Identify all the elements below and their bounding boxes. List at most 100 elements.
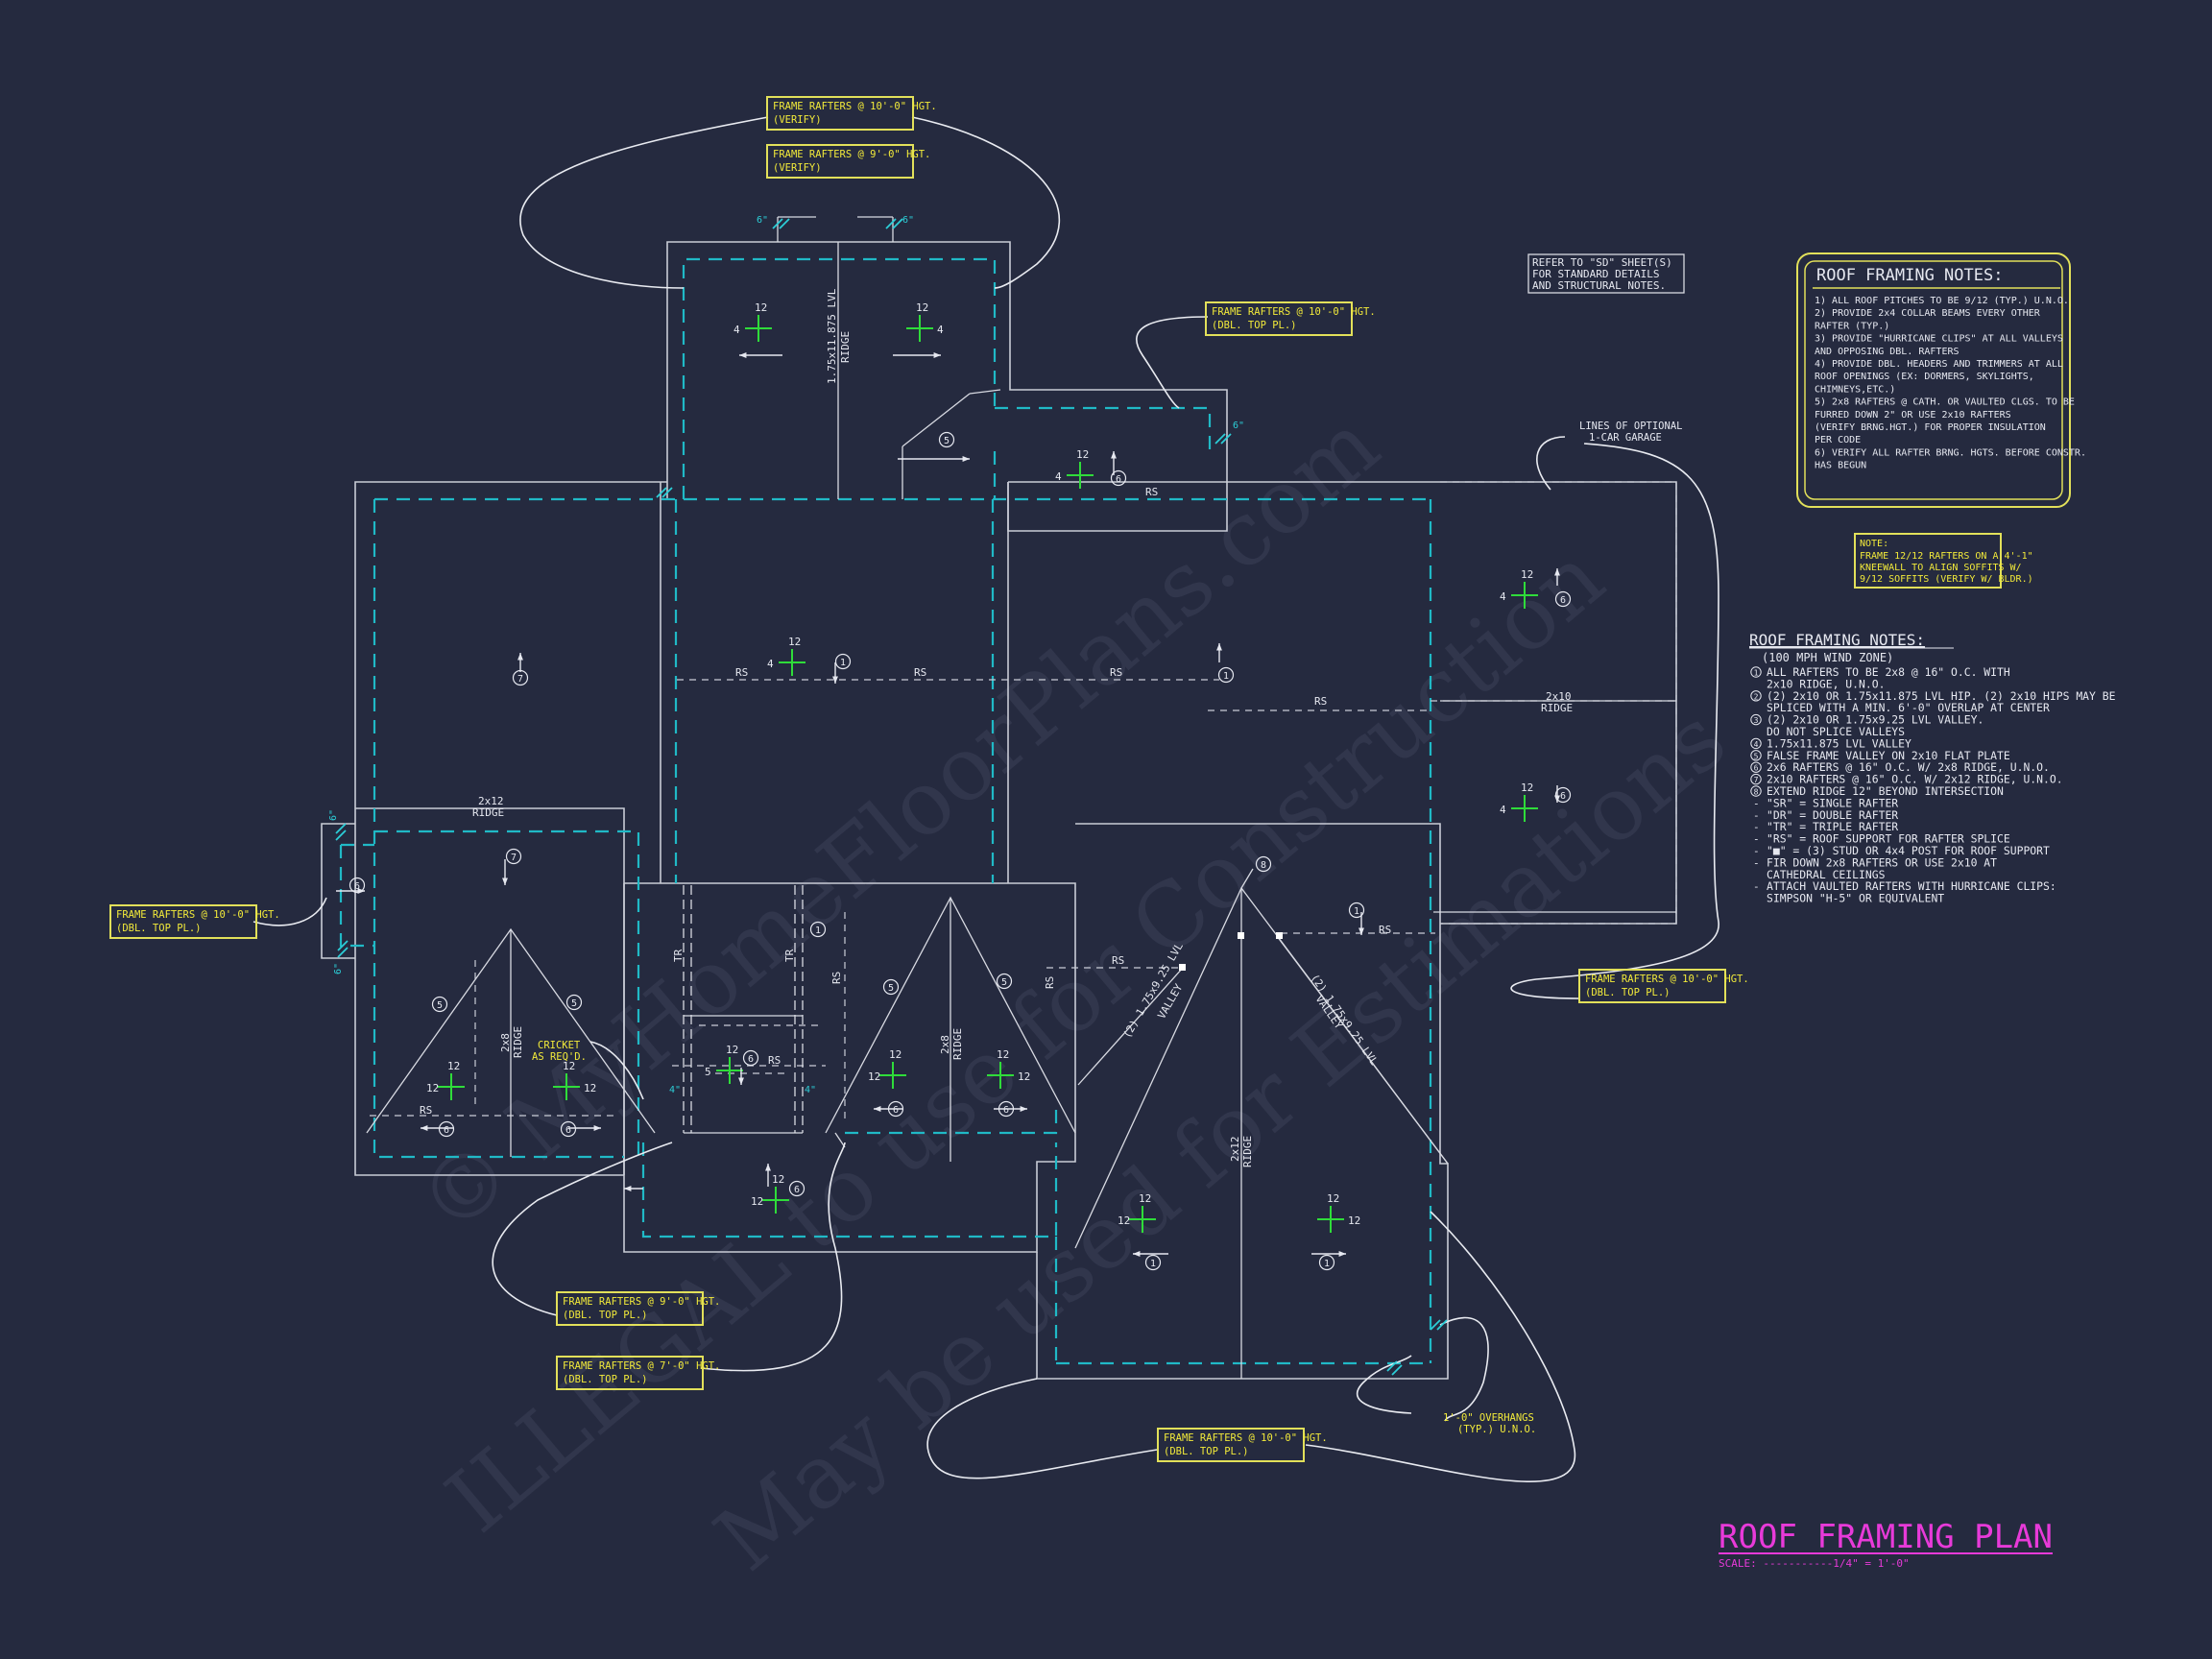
pitch-run: 12 bbox=[1327, 1192, 1339, 1205]
dimension-six-inch: 6" bbox=[902, 215, 914, 226]
pitch-rise: 12 bbox=[1118, 1214, 1130, 1227]
dimension-six-inch: 6" bbox=[757, 215, 768, 226]
notes-box-item: 2) PROVIDE 2x4 COLLAR BEAMS EVERY OTHER bbox=[1815, 308, 2041, 319]
pitch-run: 12 bbox=[1076, 448, 1089, 461]
note-reference-number: 1 bbox=[1354, 906, 1359, 917]
note-reference-number: 5 bbox=[1001, 977, 1007, 988]
pitch-run: 12 bbox=[772, 1173, 784, 1186]
dimension-six-inch: 6" bbox=[1233, 421, 1244, 431]
note-reference-number: 6 bbox=[1003, 1105, 1009, 1116]
callout-top2-line1: FRAME RAFTERS @ 9'-0" HGT. bbox=[773, 149, 930, 160]
refer-note-line1: REFER TO "SD" SHEET(S) bbox=[1532, 256, 1672, 269]
wall-outlines bbox=[321, 241, 1677, 1380]
callout-bottom-mid2-line2: (DBL. TOP PL.) bbox=[563, 1374, 648, 1385]
legend-number: 3 bbox=[1754, 716, 1759, 725]
note-reference-number: 6 bbox=[794, 1185, 800, 1195]
note-reference-number: 5 bbox=[437, 1000, 443, 1011]
pitch-rise: 4 bbox=[767, 658, 774, 670]
dimension-four-inch: 4" bbox=[805, 1085, 816, 1095]
note-reference-circle bbox=[1217, 666, 1235, 684]
legend-bullet: - bbox=[1753, 809, 1760, 822]
rs-label: RS bbox=[735, 666, 748, 679]
roof-framing-legend: ROOF FRAMING NOTES: (100 MPH WIND ZONE) … bbox=[1749, 631, 2116, 905]
notes-box-item: 4) PROVIDE DBL. HEADERS AND TRIMMERS AT … bbox=[1815, 359, 2063, 370]
center-gable-ridge-size: 2x8 bbox=[939, 1035, 951, 1054]
note-reference-circle bbox=[742, 1049, 759, 1067]
legend-item: 2x10 RAFTERS @ 16" O.C. W/ 2x12 RIDGE, U… bbox=[1767, 773, 2063, 786]
legend-item: "TR" = TRIPLE RAFTER bbox=[1767, 820, 1898, 833]
dimension-four-inch: 4" bbox=[669, 1085, 681, 1095]
rs-label: RS bbox=[1314, 695, 1327, 708]
note-reference-circle bbox=[938, 431, 955, 448]
note-reference-number: 5 bbox=[888, 983, 894, 994]
direction-arrowhead bbox=[1554, 568, 1560, 576]
small-note-line4: 9/12 SOFFITS (VERIFY W/ BLDR.) bbox=[1860, 574, 2033, 585]
garage-note-line1: LINES OF OPTIONAL bbox=[1579, 421, 1682, 432]
center-gable-ridge-word: RIDGE bbox=[951, 1028, 964, 1060]
direction-arrowhead bbox=[624, 1186, 632, 1191]
left-ridge-size: 2x12 bbox=[478, 795, 504, 807]
note-reference-number: 6 bbox=[444, 1125, 449, 1136]
leader-lines bbox=[252, 116, 1719, 1483]
pitch-rise: 12 bbox=[751, 1195, 763, 1208]
refer-note-line2: FOR STANDARD DETAILS bbox=[1532, 268, 1659, 280]
direction-arrowhead bbox=[738, 1077, 744, 1085]
note-reference-circle bbox=[438, 1120, 455, 1138]
legend-item: "■" = (3) STUD OR 4x4 POST FOR ROOF SUPP… bbox=[1767, 844, 2050, 857]
legend-number-circle bbox=[1750, 737, 1762, 750]
drawing-scale: SCALE: -----------1/4" = 1'-0" bbox=[1719, 1557, 1910, 1570]
direction-arrowhead bbox=[1216, 643, 1222, 651]
callout-bottom-mid2-line1: FRAME RAFTERS @ 7'-0" HGT. bbox=[563, 1360, 720, 1372]
pitch-run: 12 bbox=[889, 1048, 902, 1061]
direction-arrowhead bbox=[1358, 927, 1364, 935]
legend-number: 4 bbox=[1754, 740, 1759, 749]
legend-subtitle: (100 MPH WIND ZONE) bbox=[1762, 651, 1893, 664]
small-note-line3: KNEEWALL TO ALIGN SOFFITS W/ bbox=[1860, 563, 2022, 573]
legend-item: ALL RAFTERS TO BE 2x8 @ 16" O.C. WITH bbox=[1767, 665, 2010, 679]
legend-number: 1 bbox=[1754, 669, 1759, 678]
callout-upper-right-line1: FRAME RAFTERS @ 10'-0" HGT. bbox=[1212, 306, 1376, 318]
legend-item: "SR" = SINGLE RAFTER bbox=[1767, 796, 1898, 809]
callout-boxes: FRAME RAFTERS @ 10'-0" HGT. (VERIFY) FRA… bbox=[109, 96, 1749, 1462]
legend-item: FALSE FRAME VALLEY ON 2x10 FLAT PLATE bbox=[1767, 749, 2010, 762]
note-reference-number: 6 bbox=[893, 1105, 899, 1116]
small-note-box bbox=[1854, 533, 2002, 589]
callout-bottom-mid1-line1: FRAME RAFTERS @ 9'-0" HGT. bbox=[563, 1296, 720, 1308]
left-gable-ridge-size: 2x8 bbox=[499, 1033, 512, 1052]
legend-bullet: - bbox=[1753, 821, 1760, 833]
legend-number-circle bbox=[1750, 666, 1762, 678]
pitch-rise: 4 bbox=[1055, 470, 1062, 483]
direction-arrowhead bbox=[502, 878, 508, 885]
pitch-rise: 4 bbox=[1500, 590, 1506, 603]
note-reference-circle bbox=[1255, 855, 1272, 873]
overhang-note-line2: (TYP.) U.N.O. bbox=[1457, 1424, 1536, 1435]
legend-bullet: - bbox=[1753, 880, 1760, 893]
direction-arrowhead bbox=[1133, 1251, 1141, 1257]
legend-item: 2x6 RAFTERS @ 16" O.C. W/ 2x8 RIDGE, U.N… bbox=[1767, 760, 2050, 774]
direction-arrowhead bbox=[832, 676, 838, 684]
pitch-run: 12 bbox=[726, 1044, 738, 1056]
note-reference-circle bbox=[560, 1120, 577, 1138]
note-reference-circle bbox=[882, 978, 900, 996]
note-reference-number: 6 bbox=[1560, 595, 1566, 606]
pitch-run: 12 bbox=[788, 636, 801, 648]
note-reference-circle bbox=[512, 669, 529, 686]
rs-label: RS bbox=[1379, 924, 1391, 936]
garage-note-line2: 1-CAR GARAGE bbox=[1589, 432, 1662, 444]
notes-box-item: CHIMNEYS,ETC.) bbox=[1815, 384, 1895, 395]
pitch-symbols: 1241241241241241241212121212512121212121… bbox=[426, 301, 1538, 1233]
pitch-rise: 12 bbox=[426, 1082, 439, 1094]
note-reference-circle bbox=[349, 877, 366, 894]
notes-box-item: AND OPPOSING DBL. RAFTERS bbox=[1815, 347, 1960, 357]
legend-item: "RS" = ROOF SUPPORT FOR RAFTER SPLICE bbox=[1767, 832, 2010, 846]
direction-arrowhead bbox=[1020, 1106, 1027, 1112]
legend-bullet: - bbox=[1753, 833, 1760, 846]
note-reference-number: 8 bbox=[1261, 860, 1266, 871]
legend-number-circle bbox=[1750, 761, 1762, 773]
callout-right-line2: (DBL. TOP PL.) bbox=[1585, 987, 1671, 998]
legend-number-circle bbox=[1750, 690, 1762, 702]
pitch-rise: 5 bbox=[705, 1066, 711, 1078]
pitch-rise: 4 bbox=[733, 324, 740, 336]
legend-number: 7 bbox=[1754, 776, 1759, 784]
